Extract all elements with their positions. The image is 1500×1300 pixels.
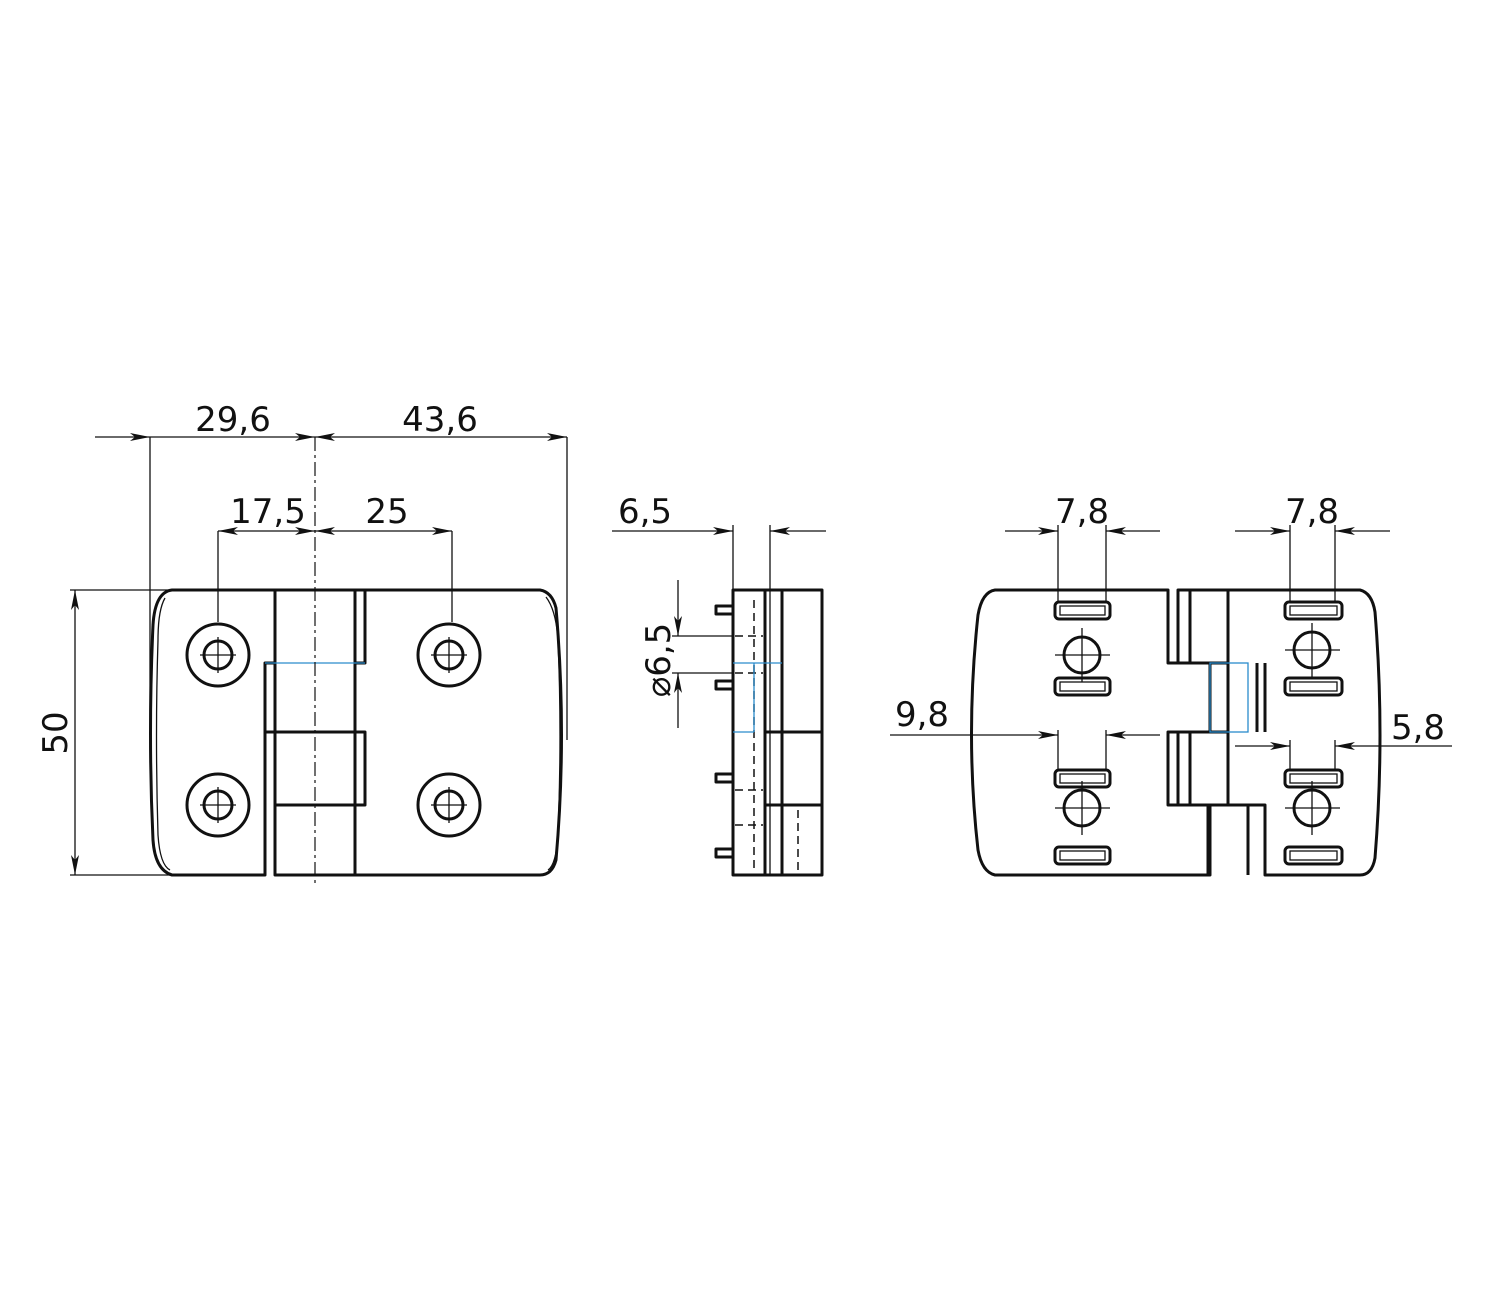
- right-plate-outline: [1176, 588, 1382, 877]
- dim-pin-diameter: ⌀6,5: [639, 623, 679, 698]
- dim-right-offset: 5,8: [1391, 708, 1445, 748]
- right-leaf-outline: [355, 588, 563, 877]
- hole-icon: [1285, 623, 1340, 677]
- hole-icon: [185, 622, 251, 688]
- hole-icon: [416, 772, 482, 838]
- dim-right-slot-width: 7,8: [1285, 492, 1339, 532]
- hole-icon: [1055, 628, 1110, 682]
- dim-thickness: 6,5: [618, 492, 672, 532]
- left-plate-outline: [970, 588, 1212, 877]
- dim-left-offset: 9,8: [895, 695, 949, 735]
- dim-right-width: 43,6: [402, 400, 478, 440]
- dim-left-width: 29,6: [195, 400, 271, 440]
- dim-height: 50: [36, 711, 76, 754]
- screw-holes: [1055, 623, 1340, 835]
- dim-left-slot-width: 7,8: [1055, 492, 1109, 532]
- dim-left-hole-offset: 17,5: [230, 492, 306, 532]
- slots: [1053, 600, 1344, 866]
- countersunk-holes: [185, 622, 482, 838]
- dim-right-hole-offset: 25: [365, 492, 408, 532]
- hole-icon: [1285, 781, 1340, 835]
- rear-view: 7,8 7,8 9,8 5,8: [890, 492, 1452, 877]
- hole-icon: [416, 622, 482, 688]
- hole-icon: [1055, 781, 1110, 835]
- front-view: 29,6 43,6 17,5 25 50: [36, 400, 568, 887]
- left-leaf-outline: [149, 588, 277, 877]
- hole-icon: [185, 772, 251, 838]
- pins: [714, 604, 735, 859]
- side-view: 6,5 ⌀6,5: [612, 492, 826, 877]
